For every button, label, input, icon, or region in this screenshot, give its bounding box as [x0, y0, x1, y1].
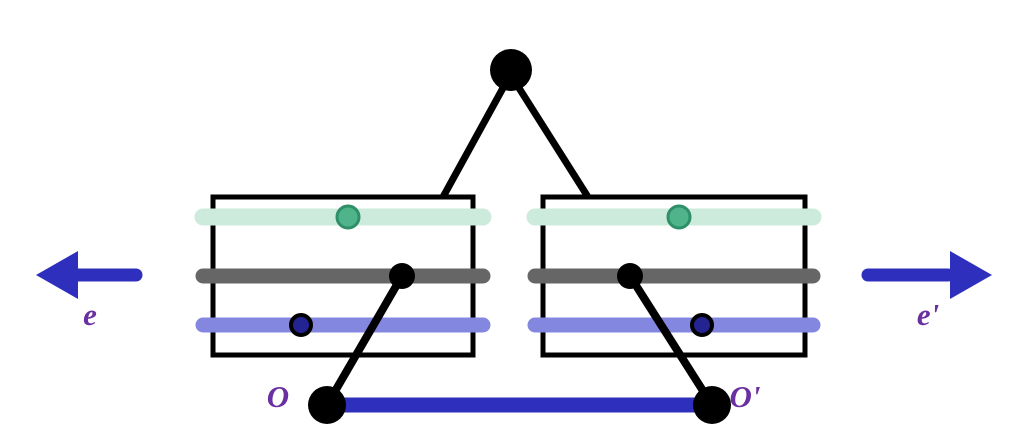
outcome-link-left — [323, 272, 406, 409]
left-arrow-label: e — [83, 297, 97, 332]
detector-right — [526, 194, 822, 409]
green-marker-left[interactable] — [335, 204, 361, 230]
emission-lines-group — [439, 86, 591, 199]
left-arrow-group: e — [36, 251, 143, 332]
emission-line-left — [439, 86, 507, 199]
right-arrow-group: e' — [861, 251, 992, 332]
outcome-node-left[interactable] — [308, 386, 346, 424]
detector-left — [194, 194, 492, 409]
green-marker-right[interactable] — [666, 204, 692, 230]
observer-label-left: O — [267, 379, 289, 414]
right-arrow-label: e' — [917, 297, 939, 332]
observer-label-right: O' — [730, 379, 761, 414]
right-arrow-head-icon — [950, 251, 992, 299]
outcome-node-right[interactable] — [693, 386, 731, 424]
navy-marker-left[interactable] — [289, 313, 313, 337]
outcome-link-right — [626, 272, 716, 409]
emission-line-right — [516, 86, 591, 199]
left-arrow-head-icon — [36, 251, 78, 299]
source-node[interactable] — [490, 49, 532, 91]
navy-marker-right[interactable] — [690, 313, 714, 337]
